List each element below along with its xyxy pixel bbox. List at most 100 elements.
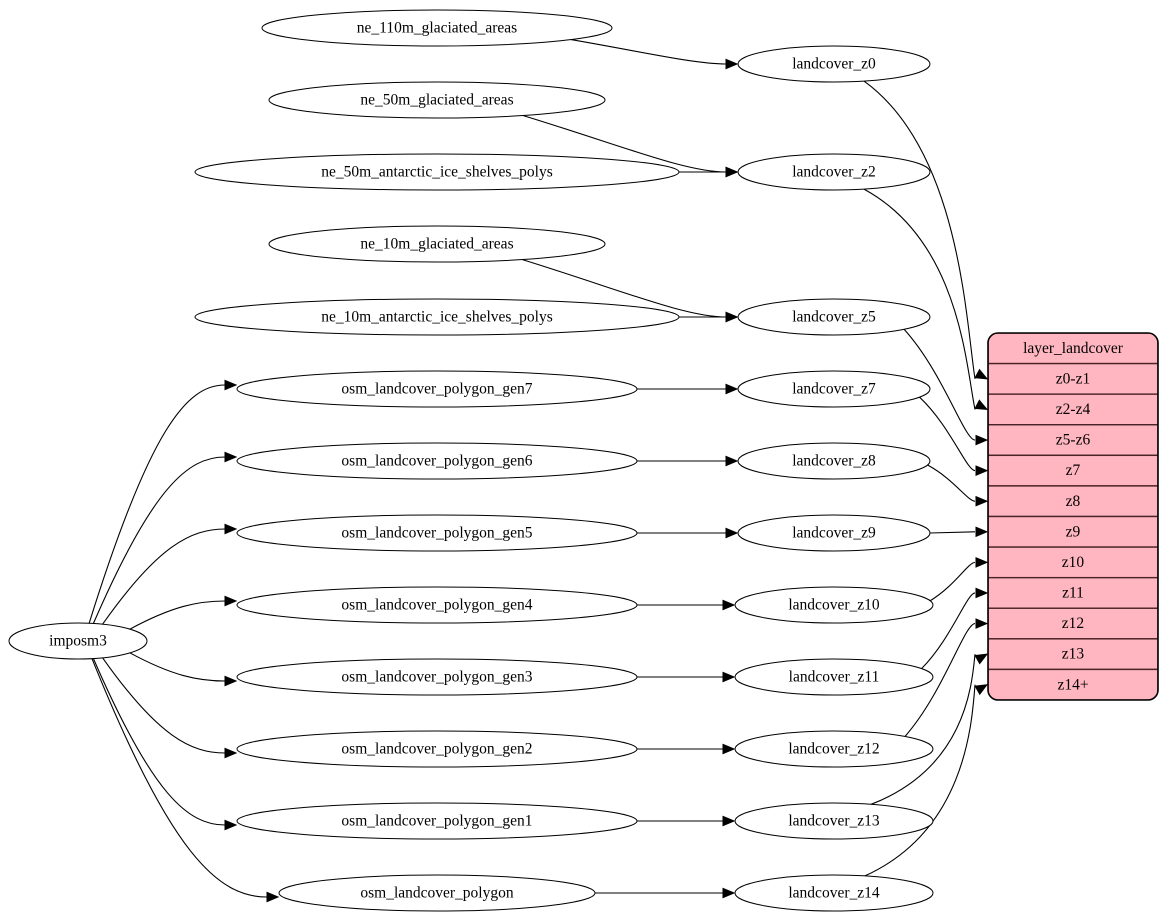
node-label-osm_landcover_polygon_gen5: osm_landcover_polygon_gen5 [341, 525, 532, 542]
edge-imposm3-to-osm_landcover_polygon_gen2 [102, 657, 238, 759]
node-osm_landcover_polygon_gen2[interactable]: osm_landcover_polygon_gen2 [236, 730, 638, 768]
node-label-osm_landcover_polygon_gen6: osm_landcover_polygon_gen6 [341, 453, 532, 470]
table-row-label-z7: z7 [1066, 462, 1081, 479]
node-osm_landcover_polygon_gen4[interactable]: osm_landcover_polygon_gen4 [236, 586, 638, 624]
table-row-label-z2-z4: z2-z4 [1056, 401, 1091, 418]
edge-osm_landcover_polygon_gen7-to-landcover_z7 [637, 383, 739, 395]
node-ne_10m_glaciated_areas[interactable]: ne_10m_glaciated_areas [268, 225, 606, 263]
edge-landcover_z8-to-table-z8 [927, 464, 989, 507]
edge-imposm3-to-osm_landcover_polygon_gen3 [129, 652, 238, 687]
nodes-layer: imposm3 ne_110m_glaciated_areas ne_50m_gla… [8, 9, 934, 912]
node-landcover_z7[interactable]: landcover_z7 [737, 370, 931, 408]
table-row-cell-z5-z6[interactable] [988, 424, 1158, 457]
edge-landcover_z12-to-table-z12 [904, 618, 989, 737]
edge-osm_landcover_polygon-to-landcover_z14 [594, 887, 736, 899]
node-label-landcover_z9: landcover_z9 [792, 525, 876, 542]
edge-landcover_z9-to-table-z9 [929, 526, 989, 538]
edge-osm_landcover_polygon_gen3-to-landcover_z11 [637, 671, 736, 683]
node-osm_landcover_polygon_gen3[interactable]: osm_landcover_polygon_gen3 [236, 658, 638, 696]
node-label-ne_50m_glaciated_areas: ne_50m_glaciated_areas [360, 92, 513, 109]
node-label-osm_landcover_polygon: osm_landcover_polygon [360, 885, 514, 902]
node-imposm3[interactable]: imposm3 [8, 622, 148, 660]
node-label-landcover_z14: landcover_z14 [788, 885, 879, 902]
node-ne_10m_antarctic_ice_shelves_polys[interactable]: ne_10m_antarctic_ice_shelves_polys [194, 298, 680, 336]
edge-landcover_z0-to-table-z0-z1 [863, 80, 989, 380]
table-outline [987, 332, 1159, 701]
node-landcover_z8[interactable]: landcover_z8 [737, 442, 931, 480]
edge-landcover_z11-to-table-z11 [921, 587, 989, 669]
node-landcover_z2[interactable]: landcover_z2 [737, 153, 931, 191]
edge-landcover_z7-to-table-z7 [919, 396, 989, 476]
table-row-cell-z13[interactable] [988, 638, 1158, 671]
node-label-landcover_z10: landcover_z10 [788, 597, 879, 614]
table-row-label-z9: z9 [1066, 523, 1081, 540]
table-row-label-z5-z6: z5-z6 [1056, 432, 1091, 449]
edge-imposm3-to-osm_landcover_polygon_gen1 [92, 658, 238, 831]
node-label-landcover_z8: landcover_z8 [792, 453, 876, 470]
edge-ne_10m_antarctic_ice_shelves_polys-to-landcover_z5 [679, 311, 739, 323]
node-label-landcover_z5: landcover_z5 [792, 309, 876, 326]
node-landcover_z5[interactable]: landcover_z5 [737, 298, 931, 336]
node-label-osm_landcover_polygon_gen4: osm_landcover_polygon_gen4 [341, 597, 532, 614]
table-row-label-z11: z11 [1062, 585, 1084, 602]
edge-landcover_z13-to-table-z13 [870, 653, 989, 805]
node-label-osm_landcover_polygon_gen1: osm_landcover_polygon_gen1 [341, 813, 532, 830]
node-landcover_z9[interactable]: landcover_z9 [737, 514, 931, 552]
node-ne_110m_glaciated_areas[interactable]: ne_110m_glaciated_areas [261, 9, 613, 47]
edge-osm_landcover_polygon_gen1-to-landcover_z13 [637, 815, 736, 827]
edge-landcover_z14-to-table-z14+ [864, 684, 989, 877]
node-label-landcover_z13: landcover_z13 [788, 813, 879, 830]
node-osm_landcover_polygon[interactable]: osm_landcover_polygon [278, 874, 596, 912]
edge-landcover_z5-to-table-z5-z6 [903, 328, 989, 446]
table-row-cell-z12[interactable] [988, 607, 1158, 640]
edge-landcover_z2-to-table-z2-z4 [863, 188, 989, 411]
node-label-osm_landcover_polygon_gen7: osm_landcover_polygon_gen7 [341, 381, 532, 398]
table-row-label-z12: z12 [1062, 615, 1084, 632]
node-label-osm_landcover_polygon_gen2: osm_landcover_polygon_gen2 [341, 741, 532, 758]
edge-imposm3-to-osm_landcover_polygon_gen4 [129, 595, 238, 630]
table-row-label-z8: z8 [1066, 493, 1081, 510]
edge-osm_landcover_polygon_gen2-to-landcover_z12 [636, 743, 736, 755]
edge-landcover_z10-to-table-z10 [929, 557, 989, 602]
table-rows-group: layer_landcover z0-z1 z2-z4 z5-z6 z7 z8 z9 z10 z… [988, 333, 1158, 700]
node-osm_landcover_polygon_gen5[interactable]: osm_landcover_polygon_gen5 [236, 514, 638, 552]
edge-ne_50m_antarctic_ice_shelves_polys-to-landcover_z2 [678, 166, 739, 178]
edge-imposm3-to-osm_landcover_polygon_gen5 [102, 523, 238, 625]
table-row-label-z14+: z14+ [1057, 676, 1088, 693]
layer-landcover-table: layer_landcover z0-z1 z2-z4 z5-z6 z7 z8 z9 z10 z… [987, 332, 1159, 701]
node-landcover_z14[interactable]: landcover_z14 [734, 874, 934, 912]
table-header-label: layer_landcover [1023, 340, 1124, 357]
node-label-landcover_z12: landcover_z12 [788, 741, 879, 758]
table-row-label-z10: z10 [1062, 554, 1085, 571]
edges-layer [88, 39, 989, 903]
edge-imposm3-to-osm_landcover_polygon [91, 658, 280, 903]
node-landcover_z0[interactable]: landcover_z0 [737, 45, 931, 83]
node-label-imposm3: imposm3 [49, 633, 107, 650]
table-row-cell-z14+[interactable] [988, 668, 1158, 700]
edge-imposm3-to-osm_landcover_polygon_gen7 [88, 379, 238, 624]
node-ne_50m_antarctic_ice_shelves_polys[interactable]: ne_50m_antarctic_ice_shelves_polys [194, 153, 680, 191]
table-row-cell-z9[interactable] [988, 515, 1158, 548]
node-osm_landcover_polygon_gen7[interactable]: osm_landcover_polygon_gen7 [236, 370, 638, 408]
node-label-landcover_z0: landcover_z0 [792, 56, 876, 73]
edge-osm_landcover_polygon_gen4-to-landcover_z10 [637, 599, 736, 611]
table-row-label-z13: z13 [1062, 646, 1085, 663]
node-label-landcover_z2: landcover_z2 [792, 164, 876, 181]
edge-ne_110m_glaciated_areas-to-landcover_z0 [570, 39, 739, 70]
node-osm_landcover_polygon_gen6[interactable]: osm_landcover_polygon_gen6 [236, 442, 638, 480]
node-label-landcover_z7: landcover_z7 [792, 381, 876, 398]
node-osm_landcover_polygon_gen1[interactable]: osm_landcover_polygon_gen1 [236, 802, 638, 840]
node-landcover_z11[interactable]: landcover_z11 [734, 658, 934, 696]
node-label-ne_10m_glaciated_areas: ne_10m_glaciated_areas [360, 236, 513, 253]
node-landcover_z10[interactable]: landcover_z10 [734, 586, 934, 624]
table-row-cell-z10[interactable] [988, 546, 1158, 579]
node-landcover_z13[interactable]: landcover_z13 [734, 802, 934, 840]
table-row-cell-z2-z4[interactable] [988, 393, 1158, 426]
table-row-cell-z7[interactable] [988, 454, 1158, 487]
node-label-ne_50m_antarctic_ice_shelves_polys: ne_50m_antarctic_ice_shelves_polys [321, 164, 553, 181]
table-row-label-z0-z1: z0-z1 [1056, 370, 1090, 387]
node-landcover_z12[interactable]: landcover_z12 [734, 730, 934, 768]
node-ne_50m_glaciated_areas[interactable]: ne_50m_glaciated_areas [268, 81, 606, 119]
